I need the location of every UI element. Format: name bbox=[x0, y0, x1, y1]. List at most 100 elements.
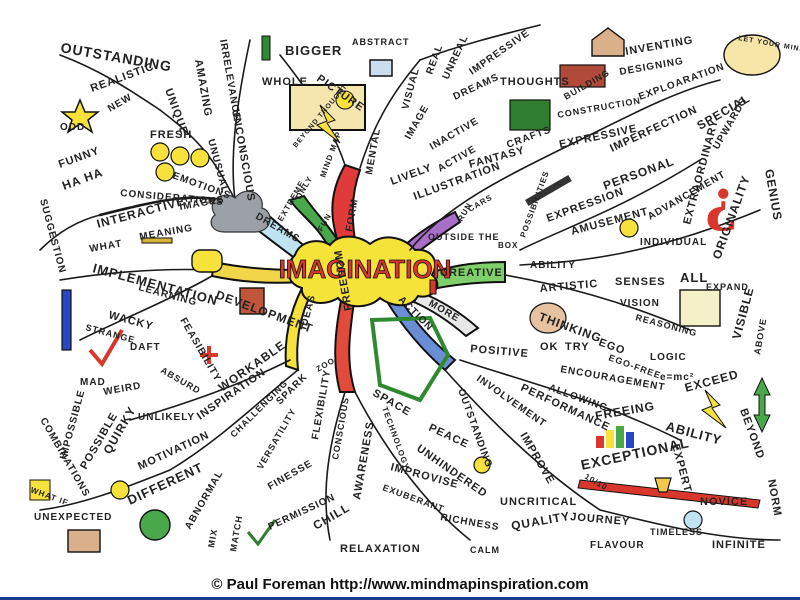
flower-icon bbox=[473, 456, 491, 474]
fish-icon bbox=[723, 34, 781, 76]
smiley-icon bbox=[170, 146, 190, 166]
word: RICHNESS bbox=[439, 512, 500, 533]
word: UNLIKELY bbox=[138, 412, 195, 423]
word: IMPROVE bbox=[517, 431, 556, 487]
word: UNREAL bbox=[441, 33, 471, 81]
smiley-icon bbox=[150, 142, 170, 162]
bar-chart-icon bbox=[606, 430, 614, 448]
branch-creative-shape bbox=[423, 260, 506, 292]
brain-icon bbox=[529, 302, 567, 334]
branch-green-left bbox=[288, 194, 344, 252]
word: ABILITY bbox=[530, 260, 576, 271]
bar-chart-icon bbox=[616, 426, 624, 448]
word: AWARENESS bbox=[351, 420, 377, 500]
word: LOGIC bbox=[650, 352, 687, 363]
lightning-icon bbox=[700, 389, 727, 429]
word: FRESH bbox=[150, 129, 192, 141]
word: ABSTRACT bbox=[352, 37, 410, 47]
word: BOX bbox=[498, 241, 518, 250]
word: MENTAL bbox=[364, 127, 383, 175]
branch-label-creative: CREATIVE bbox=[440, 267, 503, 279]
bar-chart-icon bbox=[626, 432, 634, 448]
word: NORM bbox=[765, 478, 783, 517]
word: VISION bbox=[620, 298, 660, 309]
word: TRY bbox=[565, 341, 590, 353]
word: INFINITE bbox=[712, 539, 766, 551]
bar-chart-icon bbox=[596, 436, 604, 448]
green-arrow-icon bbox=[753, 376, 771, 434]
word: SENSES bbox=[615, 276, 666, 288]
brick-wall-icon bbox=[559, 64, 606, 88]
word: OUTSIDE THE bbox=[428, 232, 500, 242]
key-icon bbox=[141, 237, 173, 244]
tv-icon bbox=[369, 59, 393, 77]
arrow-icon bbox=[577, 479, 761, 509]
brick-icon bbox=[239, 287, 265, 315]
word: UNCRITICAL bbox=[500, 496, 577, 508]
check-icon bbox=[88, 328, 124, 368]
word: VISUAL bbox=[400, 67, 422, 111]
word: BIGGER bbox=[285, 43, 342, 58]
word: WHAT bbox=[89, 238, 124, 255]
word: SUGGESTION bbox=[37, 198, 67, 275]
word: QUALITY bbox=[510, 509, 571, 533]
word: DESIGNING bbox=[619, 56, 685, 78]
copyright-footer: © Paul Foreman http://www.mindmapinspira… bbox=[211, 575, 589, 593]
word: VISIBLE bbox=[729, 285, 756, 340]
house-icon bbox=[591, 27, 625, 57]
word: HA HA bbox=[60, 165, 105, 193]
word: WEIRD bbox=[103, 380, 143, 397]
branch-form-shape bbox=[331, 163, 362, 249]
smiley-icon bbox=[110, 480, 130, 500]
red-marker-icon bbox=[261, 35, 271, 61]
word: INVOLVEMENT bbox=[474, 373, 548, 429]
word: FLEXIBILITY bbox=[310, 369, 333, 441]
house-icon bbox=[67, 529, 101, 553]
branch-freedom-shape bbox=[334, 293, 357, 393]
page-title: IMAGINATION bbox=[279, 254, 452, 284]
star-icon bbox=[59, 98, 101, 134]
pencil-icon bbox=[525, 175, 572, 207]
word: OUTSTANDING bbox=[59, 39, 173, 74]
green-loop-icon bbox=[369, 315, 451, 403]
green-question-icon bbox=[139, 509, 171, 541]
word: FEASIBILITY bbox=[177, 316, 223, 384]
word: FLAVOUR bbox=[590, 540, 645, 551]
info-icon bbox=[619, 218, 639, 238]
word: MAD bbox=[80, 377, 106, 388]
plus-icon bbox=[29, 479, 51, 501]
word: INVENTING bbox=[624, 34, 694, 58]
red-marker-icon bbox=[429, 279, 437, 295]
smiley-icon bbox=[155, 162, 175, 182]
word: GENIUS bbox=[762, 168, 785, 222]
pen-icon bbox=[61, 289, 72, 351]
word: WHOLE bbox=[262, 76, 308, 88]
word: MATCH bbox=[228, 514, 244, 552]
word: ODD bbox=[60, 122, 85, 133]
smiley-icon bbox=[190, 148, 210, 168]
word: POSITIVE bbox=[470, 343, 530, 360]
word: PEACE bbox=[427, 422, 471, 451]
word: INDIVIDUAL bbox=[640, 237, 707, 248]
word: VERSATILITY bbox=[255, 406, 298, 471]
branch-more-shape bbox=[412, 290, 480, 338]
word: MIX bbox=[206, 528, 219, 548]
trophy-icon bbox=[654, 477, 672, 493]
word: THOUGHTS bbox=[500, 76, 570, 88]
sun-icon bbox=[335, 90, 355, 110]
branch-ideas-shape bbox=[284, 286, 314, 372]
word: CALM bbox=[470, 545, 500, 555]
word: NOVICE bbox=[700, 496, 748, 508]
cloud-icon bbox=[210, 190, 271, 233]
word: LIVELY bbox=[389, 162, 434, 188]
word: ABSURD bbox=[159, 365, 203, 396]
word: UNEXPECTED bbox=[34, 512, 112, 523]
word: EXPERT bbox=[669, 443, 694, 494]
word: MIND MAP bbox=[318, 130, 343, 179]
word: ABOVE bbox=[752, 317, 768, 355]
word: PERSONAL bbox=[601, 154, 676, 193]
word: ARTISTIC bbox=[539, 278, 599, 295]
checker-icon bbox=[509, 99, 551, 131]
word: ALL bbox=[680, 270, 708, 285]
lightning-icon bbox=[316, 104, 341, 144]
